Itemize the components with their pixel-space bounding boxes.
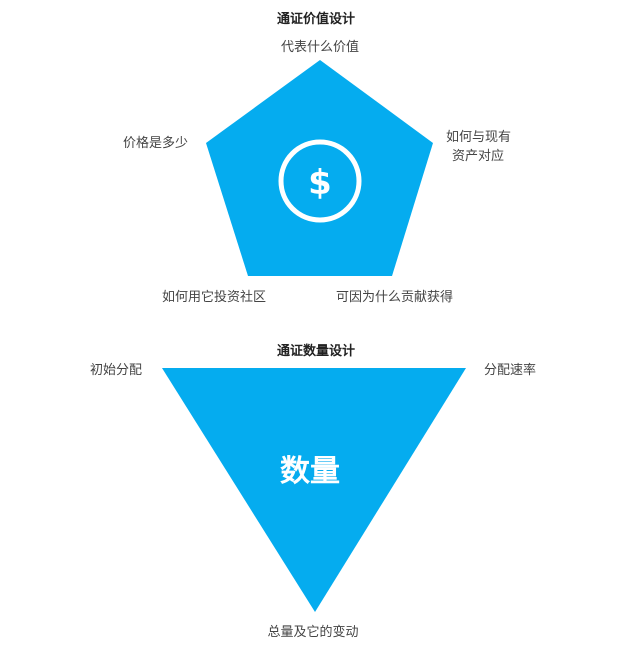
- value-label-bottom-left: 如何用它投资社区: [162, 290, 267, 305]
- quantity-triangle: [162, 368, 466, 612]
- value-label-top: 代表什么价值: [280, 40, 360, 55]
- dollar-symbol: $: [308, 163, 332, 203]
- value-pentagon: [206, 60, 433, 276]
- quantity-label-top-right: 分配速率: [484, 363, 537, 378]
- value-label-right-line2: 资产对应: [452, 149, 505, 164]
- value-label-right-line1: 如何与现有: [446, 130, 512, 145]
- quantity-center-text: 数量: [280, 454, 340, 489]
- value-label-left: 价格是多少: [123, 136, 189, 151]
- quantity-label-bottom: 总量及它的变动: [267, 625, 359, 640]
- quantity-label-top-left: 初始分配: [90, 363, 143, 378]
- dollar-icon: $: [278, 139, 362, 223]
- value-label-bottom-right: 可因为什么贡献获得: [336, 290, 454, 305]
- value-design-title: 通证价值设计: [277, 12, 356, 27]
- quantity-design-title: 通证数量设计: [277, 344, 356, 359]
